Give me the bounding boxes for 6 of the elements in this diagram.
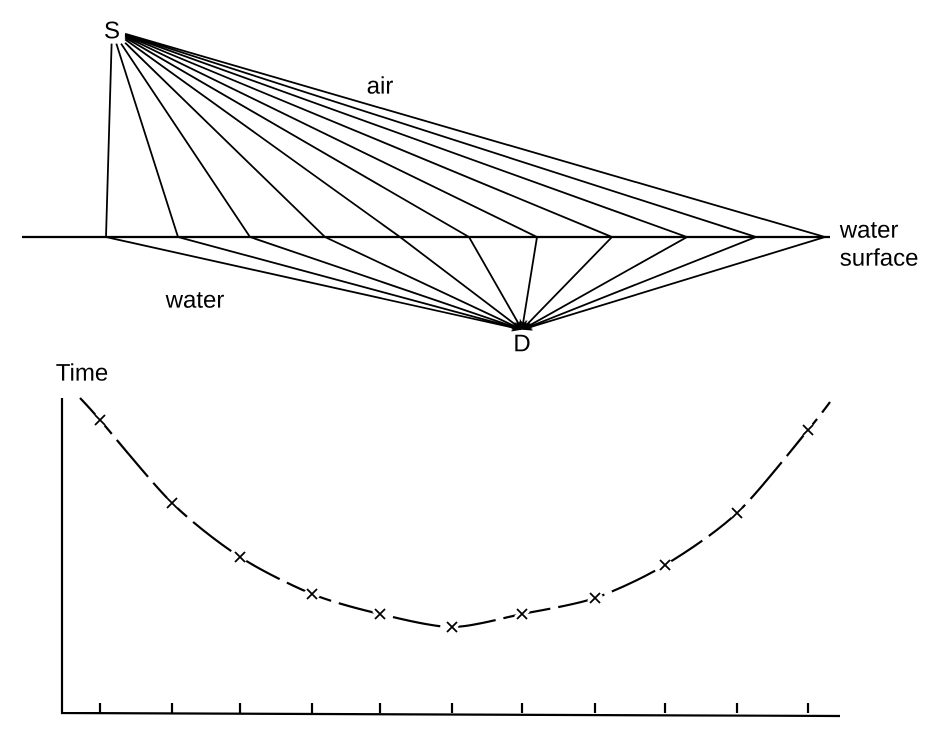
region-label: water — [166, 292, 224, 308]
point-label: D — [515, 334, 530, 352]
point-label: S — [105, 22, 119, 38]
region-label: water surface — [840, 222, 918, 266]
region-label: air — [368, 76, 393, 94]
region-label: Time — [56, 363, 108, 381]
